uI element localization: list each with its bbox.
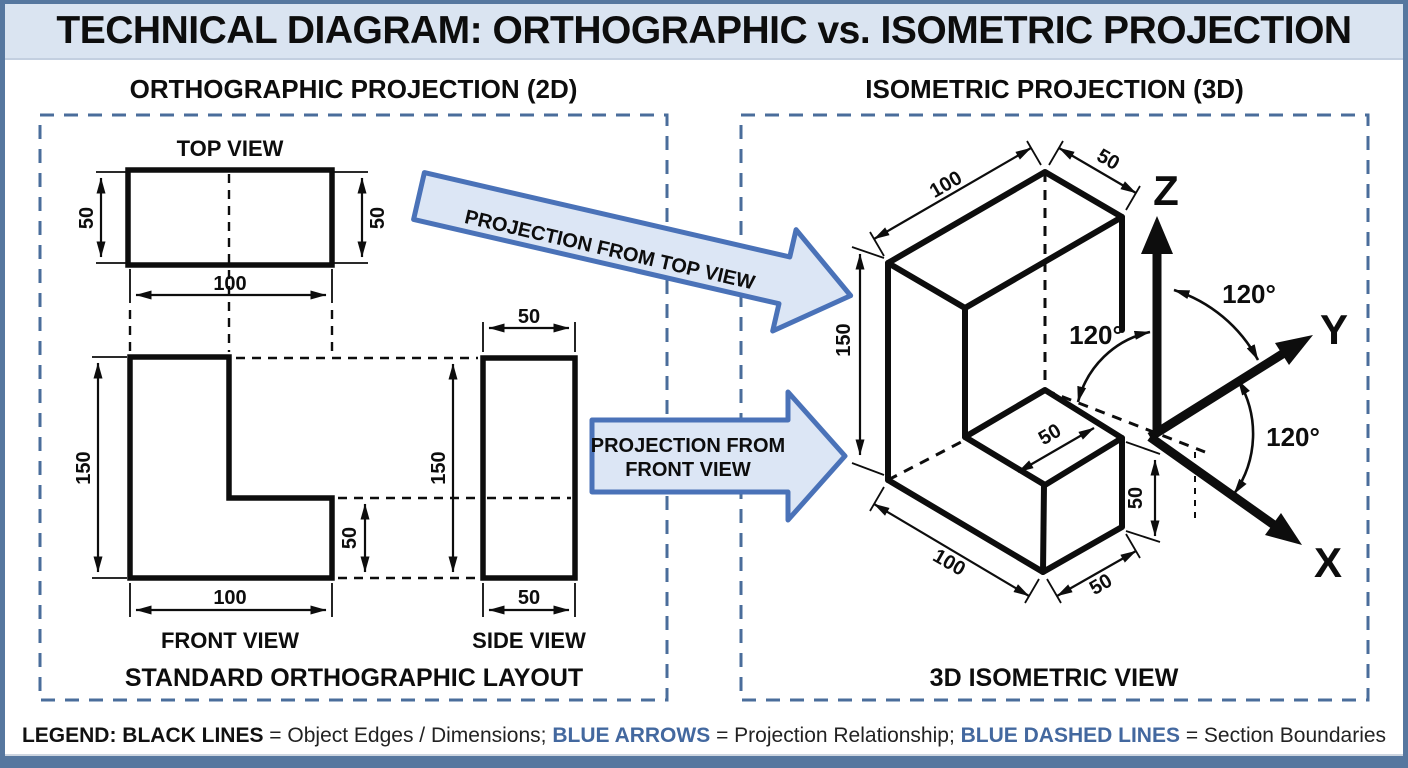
legend-arrows-desc: = Projection Relationship; <box>710 724 961 747</box>
side-view-outline <box>480 355 578 581</box>
angle-label-y-x: 120° <box>1266 422 1320 452</box>
projection-arrow-front-shape <box>589 389 848 523</box>
side-view-dim-top: 50 <box>518 306 540 328</box>
isometric-angle-annotations: 120° 120° 120° <box>1069 279 1320 495</box>
x-axis-line <box>1147 433 1277 529</box>
legend-blue-arrows: BLUE ARROWS <box>552 724 711 747</box>
projection-arrow-front-label-2: FRONT VIEW <box>625 459 751 481</box>
angle-arc-y-x <box>1232 379 1255 495</box>
orthographic-panel-border <box>38 113 669 702</box>
top-view-drawing: TOP VIEW 50 50 100 <box>76 136 389 352</box>
iso-step-edges <box>1040 435 1125 575</box>
front-view-dim-width: 100 <box>213 587 246 609</box>
iso-dim-line-top-depth <box>1058 147 1137 194</box>
iso-dim-line-step-depth <box>1017 427 1095 473</box>
left-panel-heading: ORTHOGRAPHIC PROJECTION (2D) <box>129 74 578 104</box>
side-view-dim-bottom: 50 <box>518 587 540 609</box>
top-view-dim-width: 100 <box>213 273 246 295</box>
legend-prefix: LEGEND: BLACK LINES <box>21 724 264 747</box>
y-axis-arrowhead <box>1275 335 1313 365</box>
front-view-dim-notch: 50 <box>339 527 361 549</box>
front-view-label: FRONT VIEW <box>161 628 299 653</box>
top-view-dim-left: 50 <box>76 207 98 229</box>
iso-dim-ticks-top-width <box>869 140 1042 257</box>
z-axis-label: Z <box>1153 167 1179 214</box>
isometric-panel-border <box>739 113 1370 702</box>
legend-dashed-desc: = Section Boundaries <box>1179 724 1387 747</box>
iso-dim-ticks-step-height <box>1125 441 1161 543</box>
iso-dim-bottom-width: 100 <box>929 545 969 581</box>
top-view-outline <box>125 167 335 268</box>
front-view-drawing: FRONT VIEW 150 100 50 <box>73 354 370 653</box>
right-panel-caption: 3D ISOMETRIC VIEW <box>930 664 1179 692</box>
y-axis-line <box>1147 349 1287 441</box>
legend: LEGEND: BLACK LINES = Object Edges / Dim… <box>0 718 1408 754</box>
x-axis-label: X <box>1314 539 1342 586</box>
isometric-axes: Z Y X <box>1141 167 1348 586</box>
front-view-dim-height: 150 <box>73 451 95 484</box>
angle-label-z-y: 120° <box>1222 279 1276 309</box>
iso-dim-line-step-width <box>1056 550 1137 597</box>
iso-dim-height: 150 <box>833 323 855 356</box>
front-view-extension-ticks <box>92 356 333 617</box>
isometric-dimensions: 100 50 150 100 50 50 50 <box>833 140 1161 604</box>
page-title: TECHNICAL DIAGRAM: ORTHOGRAPHIC vs. ISOM… <box>56 9 1352 52</box>
side-view-label: SIDE VIEW <box>472 628 586 653</box>
angle-arc-z-left <box>1076 330 1151 403</box>
iso-hidden-bottom-edge <box>887 438 966 482</box>
iso-dim-step-height: 50 <box>1125 487 1147 509</box>
iso-dim-step-depth: 50 <box>1035 420 1065 450</box>
y-axis-label: Y <box>1320 306 1348 353</box>
top-view-extension-ticks <box>96 171 368 303</box>
x-axis-arrowhead <box>1265 513 1302 545</box>
title-bar: TECHNICAL DIAGRAM: ORTHOGRAPHIC vs. ISOM… <box>5 4 1403 60</box>
iso-dim-ticks-height <box>851 246 885 476</box>
top-view-dim-right: 50 <box>367 207 389 229</box>
projection-arrow-top-shape <box>411 170 854 334</box>
side-view-drawing: SIDE VIEW 50 150 50 <box>428 306 586 653</box>
iso-dim-line-bottom-width <box>873 503 1030 597</box>
angle-label-z-left: 120° <box>1069 320 1123 350</box>
z-axis-arrowhead <box>1141 216 1173 254</box>
iso-dim-top-width: 100 <box>926 167 966 203</box>
top-view-label: TOP VIEW <box>177 136 284 161</box>
right-panel-heading: ISOMETRIC PROJECTION (3D) <box>865 74 1244 104</box>
iso-dim-step-width: 50 <box>1086 570 1116 600</box>
front-view-outline <box>127 354 335 581</box>
projection-construction-lines <box>128 310 478 580</box>
iso-dim-ticks-top-depth <box>1048 140 1141 211</box>
projection-arrow-front-label-1: PROJECTION FROM <box>591 435 785 457</box>
iso-dim-ticks-step-width <box>1046 533 1141 604</box>
iso-dim-ticks-bottom-width <box>869 486 1040 604</box>
iso-vertical-edges <box>885 214 1125 483</box>
left-panel-caption: STANDARD ORTHOGRAPHIC LAYOUT <box>125 664 583 692</box>
legend-black-desc: = Object Edges / Dimensions; <box>263 724 553 747</box>
bottom-bar <box>0 754 1408 768</box>
legend-blue-dashed: BLUE DASHED LINES <box>960 724 1180 747</box>
side-view-extension-ticks <box>482 322 576 617</box>
iso-dim-line-top-width <box>873 147 1032 240</box>
projection-arrow-top: PROJECTION FROM TOP VIEW <box>411 170 854 334</box>
side-view-dim-height: 150 <box>428 451 450 484</box>
iso-top-face <box>885 169 1125 311</box>
projection-arrow-front: PROJECTION FROM FRONT VIEW <box>589 389 848 523</box>
projection-dashed-lines <box>128 310 478 580</box>
angle-arc-z-y <box>1173 288 1260 361</box>
